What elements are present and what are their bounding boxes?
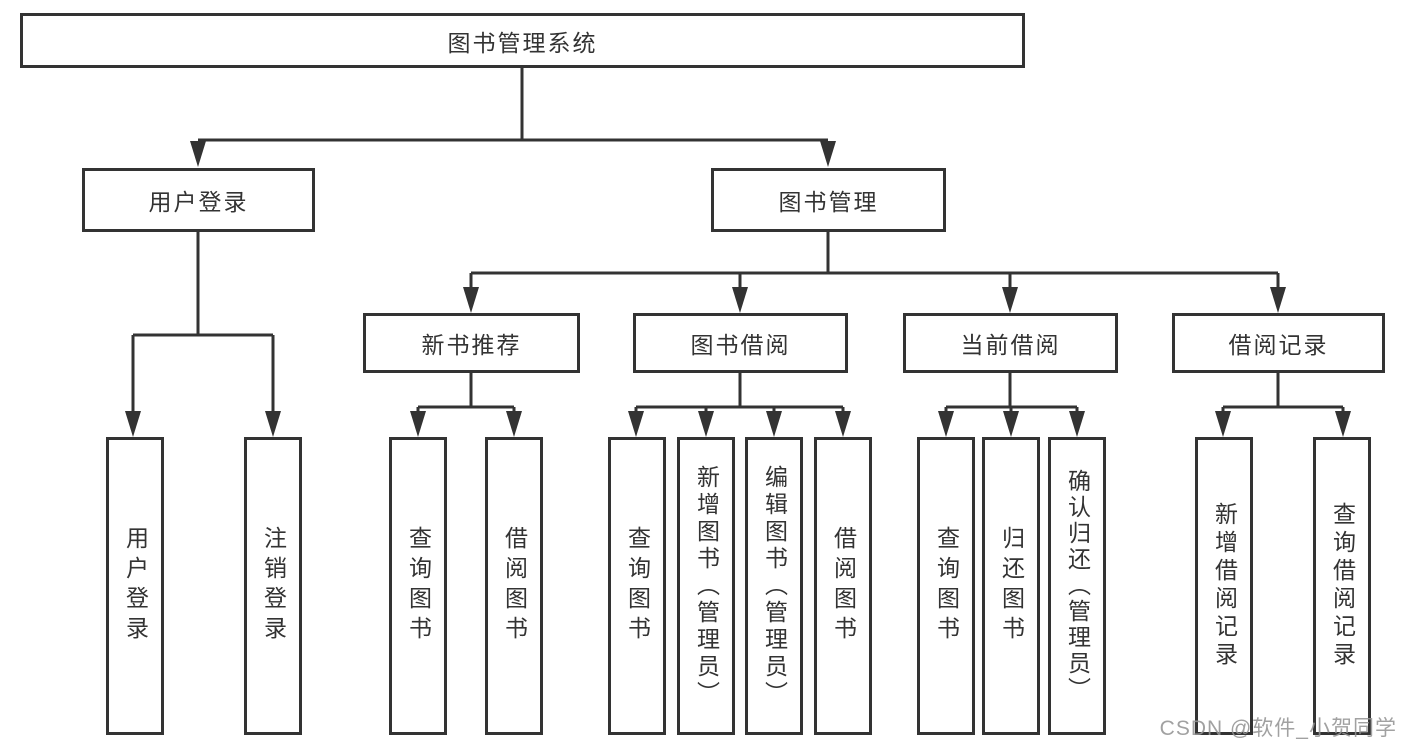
leaf-newbook-borrow-books-label: 借阅图书 <box>501 526 528 646</box>
connector-userlogin-to-leaves <box>125 232 281 437</box>
node-borrow-record: 借阅记录 <box>1172 313 1385 373</box>
node-root-label: 图书管理系统 <box>447 29 598 56</box>
leaf-borrow-query-books-label: 查询图书 <box>624 526 651 646</box>
leaf-user-login-label: 用户登录 <box>122 526 149 646</box>
node-current-borrow: 当前借阅 <box>903 313 1118 373</box>
connector-currentborrow-to-leaves <box>938 373 1085 437</box>
leaf-record-query-borrow-record: 查询借阅记录 <box>1313 437 1371 735</box>
node-new-book-recommend: 新书推荐 <box>363 313 580 373</box>
leaf-current-confirm-return-admin-label: 确认归还（管理员） <box>1064 469 1091 703</box>
leaf-borrow-add-books-admin-label: 新增图书（管理员） <box>693 464 720 708</box>
connector-bookborrow-to-leaves <box>628 373 851 437</box>
leaf-logout-label: 注销登录 <box>260 526 287 646</box>
leaf-user-login: 用户登录 <box>106 437 164 735</box>
leaf-newbook-query-books: 查询图书 <box>389 437 447 735</box>
leaf-borrow-borrow-books: 借阅图书 <box>814 437 872 735</box>
leaf-current-return-books-label: 归还图书 <box>998 526 1025 646</box>
leaf-record-query-borrow-record-label: 查询借阅记录 <box>1329 502 1356 670</box>
node-user-login-label: 用户登录 <box>148 189 249 215</box>
node-current-borrow-label: 当前借阅 <box>960 332 1061 358</box>
csdn-watermark: CSDN @软件_小贺同学 <box>1159 717 1397 740</box>
node-root-system: 图书管理系统 <box>20 13 1025 68</box>
node-user-login: 用户登录 <box>82 168 315 232</box>
node-borrow-record-label: 借阅记录 <box>1228 332 1329 358</box>
leaf-current-query-books: 查询图书 <box>917 437 975 735</box>
leaf-borrow-edit-books-admin-label: 编辑图书（管理员） <box>761 464 788 708</box>
node-book-borrow-label: 图书借阅 <box>690 332 791 358</box>
node-book-borrow: 图书借阅 <box>633 313 848 373</box>
node-book-management: 图书管理 <box>711 168 946 232</box>
connector-borrowrecord-to-leaves <box>1215 373 1351 437</box>
node-new-book-recommend-label: 新书推荐 <box>421 332 522 358</box>
leaf-newbook-query-books-label: 查询图书 <box>405 526 432 646</box>
connector-newbookrec-to-leaves <box>410 373 522 437</box>
leaf-logout: 注销登录 <box>244 437 302 735</box>
leaf-current-query-books-label: 查询图书 <box>933 526 960 646</box>
leaf-newbook-borrow-books: 借阅图书 <box>485 437 543 735</box>
leaf-borrow-query-books: 查询图书 <box>608 437 666 735</box>
leaf-borrow-edit-books-admin: 编辑图书（管理员） <box>745 437 803 735</box>
leaf-record-add-borrow-record: 新增借阅记录 <box>1195 437 1253 735</box>
leaf-record-add-borrow-record-label: 新增借阅记录 <box>1211 502 1238 670</box>
leaf-current-confirm-return-admin: 确认归还（管理员） <box>1048 437 1106 735</box>
connector-bookmgmt-to-level3 <box>463 232 1286 313</box>
leaf-borrow-add-books-admin: 新增图书（管理员） <box>677 437 735 735</box>
connector-root-to-level2 <box>190 68 836 167</box>
node-book-management-label: 图书管理 <box>778 189 879 215</box>
leaf-current-return-books: 归还图书 <box>982 437 1040 735</box>
leaf-borrow-borrow-books-label: 借阅图书 <box>830 526 857 646</box>
